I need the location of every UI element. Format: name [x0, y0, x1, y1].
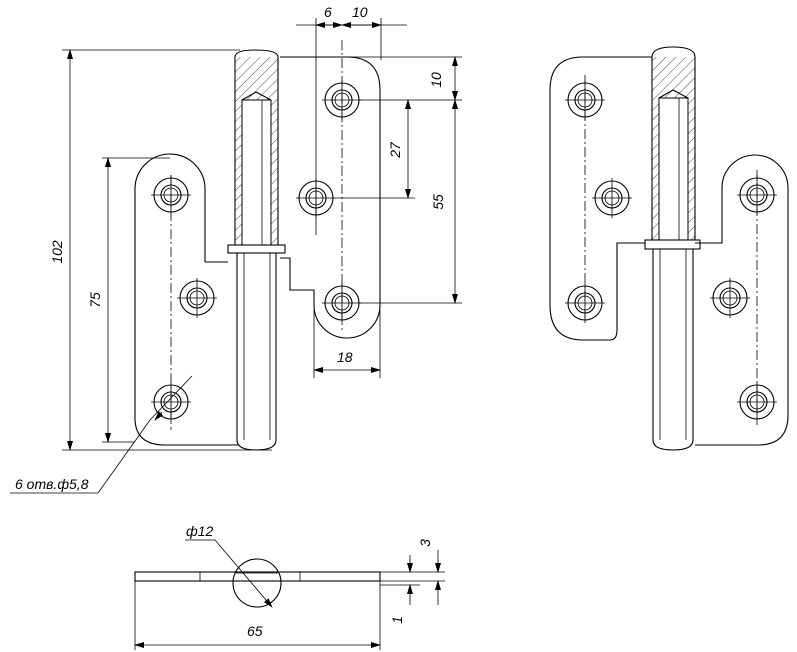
dim-10-right: 10	[428, 72, 444, 88]
pin-circle	[232, 558, 282, 608]
dim-65: 65	[247, 623, 263, 639]
dim-27: 27	[387, 141, 403, 159]
holes-right-view	[565, 80, 777, 422]
right-hinge-view	[549, 46, 789, 451]
mirror-upper-leaf	[549, 56, 652, 341]
left-hinge-view: 6 10 10 27 55 18 102	[10, 4, 462, 494]
lower-leaf-outline	[134, 153, 238, 446]
dim-1: 1	[389, 616, 405, 624]
dim-75: 75	[87, 292, 103, 308]
mirror-knuckle	[644, 46, 701, 451]
holes-note: 6 отв.ф5,8	[15, 476, 89, 492]
dim-102: 102	[49, 240, 65, 264]
dim-18: 18	[337, 349, 353, 365]
dim-6: 6	[324, 4, 332, 20]
dim-10-top: 10	[352, 4, 368, 20]
dim-3: 3	[417, 539, 433, 547]
hinge-knuckle	[227, 49, 286, 451]
dimensions-left-view: 6 10 10 27 55 18 102	[10, 4, 462, 494]
dim-55: 55	[430, 194, 446, 210]
bottom-plan-view: ф12 3 1 65	[134, 523, 445, 650]
mirror-lower-leaf	[695, 154, 789, 446]
dim-pin-diameter: ф12	[186, 523, 213, 539]
upper-leaf-outline	[280, 56, 381, 339]
